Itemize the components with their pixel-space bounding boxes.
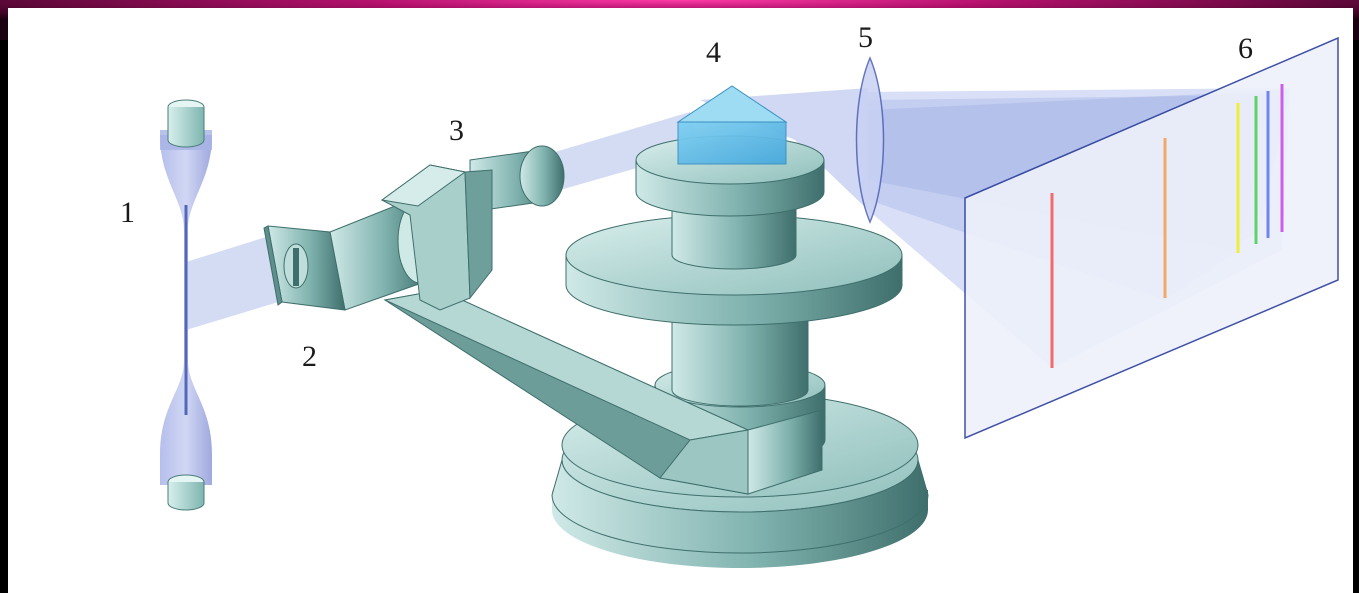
label-3: 3 <box>449 114 464 147</box>
label-6: 6 <box>1238 32 1253 65</box>
label-5: 5 <box>858 21 873 54</box>
label-1: 1 <box>120 196 135 229</box>
label-2: 2 <box>302 340 317 373</box>
label-4: 4 <box>706 36 721 69</box>
